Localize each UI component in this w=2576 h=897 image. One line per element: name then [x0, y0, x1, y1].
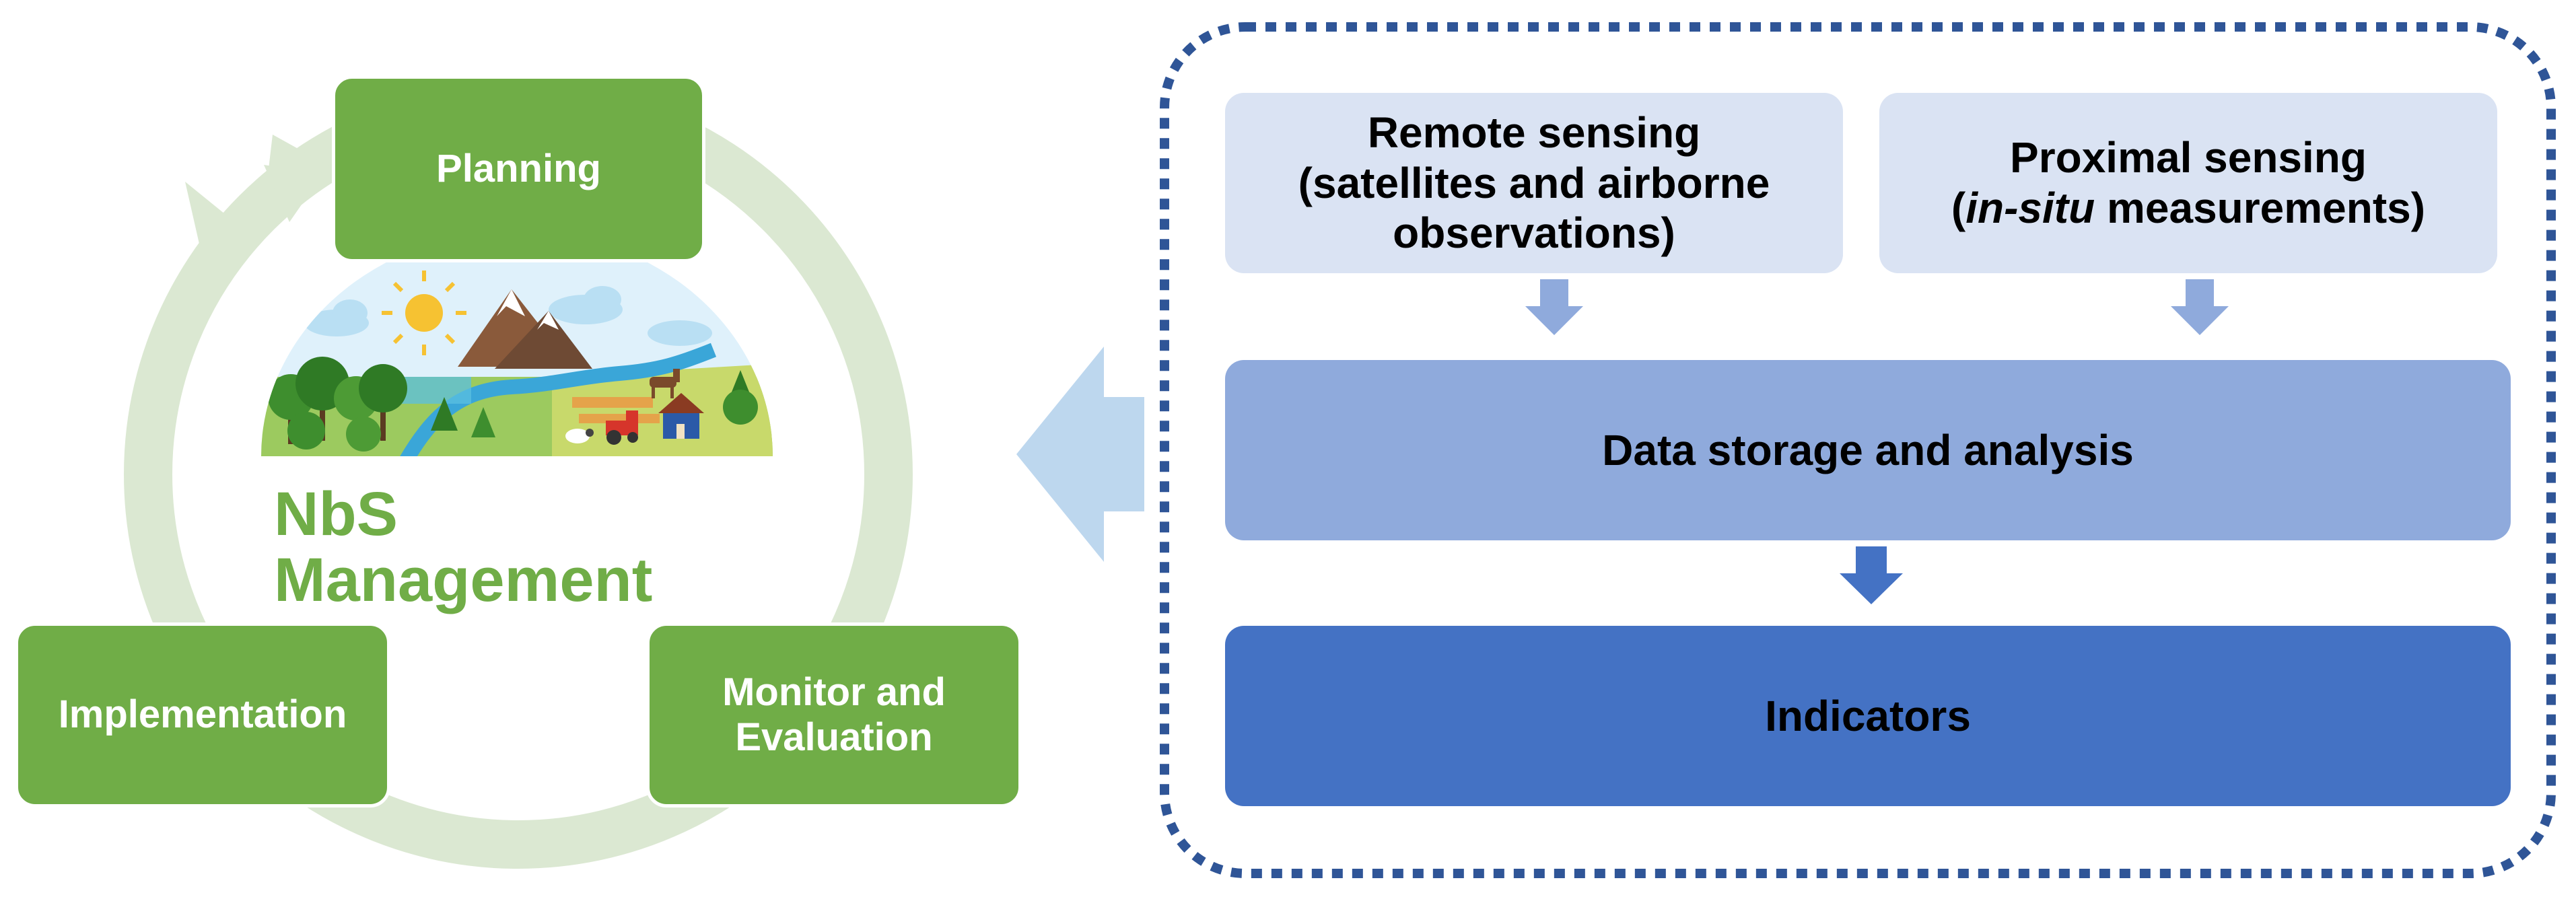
implementation-label: Implementation [58, 692, 347, 737]
indicators-box: Indicators [1225, 626, 2511, 806]
storage-down-arrow-icon [1840, 546, 1903, 604]
remote-sensing-line1: Remote sensing [1367, 108, 1701, 157]
in-situ-text: in-situ [1965, 184, 2095, 232]
proximal-sensing-line1: Proximal sensing [2010, 133, 2367, 182]
data-storage-box: Data storage and analysis [1225, 360, 2511, 540]
remote-sensing-line3: observations) [1393, 209, 1675, 258]
proximal-down-arrow-icon [2171, 279, 2229, 335]
proximal-sensing-box: Proximal sensing (in-situ measurements) [1879, 93, 2497, 273]
planning-label: Planning [436, 146, 601, 190]
data-storage-label: Data storage and analysis [1602, 425, 2134, 474]
monitor-label-line2: Evaluation [735, 715, 933, 759]
mountain-icon [458, 289, 592, 369]
horse-icon [650, 369, 680, 398]
indicators-label: Indicators [1765, 691, 1971, 740]
proximal-sensing-line2: (in-situ measurements) [1951, 184, 2426, 232]
nbs-management-title: NbS Management [274, 480, 653, 615]
remote-sensing-line2: (satellites and airborne [1298, 158, 1770, 207]
implementation-box: Implementation [15, 622, 390, 808]
monitoring-system-frame [1160, 22, 2556, 878]
cloud-icon [304, 286, 712, 346]
feedback-arrow-icon [1016, 347, 1144, 562]
tractor-icon [606, 410, 638, 445]
remote-sensing-box: Remote sensing (satellites and airborne … [1225, 93, 1843, 273]
farm-house-icon [658, 393, 704, 439]
cycle-arrowhead-icon [266, 135, 333, 192]
sheep-icon [565, 429, 594, 443]
planning-box: Planning [332, 75, 705, 262]
tree-icon [268, 357, 758, 452]
monitor-evaluation-box: Monitor and Evaluation [646, 622, 1022, 808]
remote-down-arrow-icon [1525, 279, 1583, 335]
monitor-label-line1: Monitor and [722, 670, 946, 714]
sun-icon [382, 271, 466, 355]
